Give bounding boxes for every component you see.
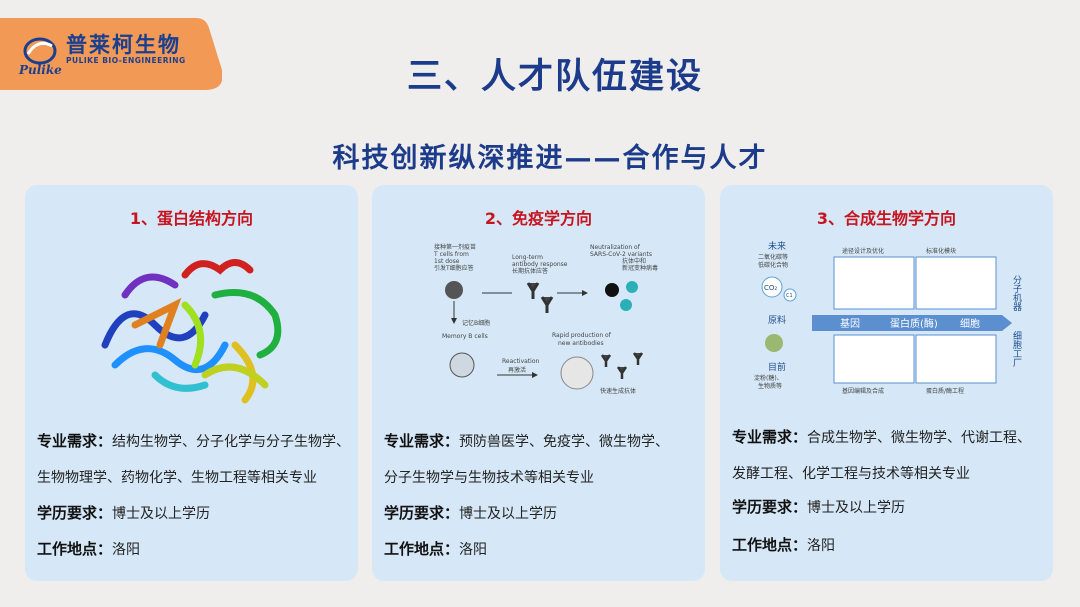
diagram-label: new antibodies xyxy=(558,340,604,347)
degree-label: 学历要求： xyxy=(37,504,113,522)
major-line: 结构生物学、分子化学与分子生物学、 xyxy=(112,434,351,450)
diagram-label: 蛋白质/酶工程 xyxy=(926,387,964,395)
location-value: 洛阳 xyxy=(112,542,141,558)
logo-banner xyxy=(0,18,223,90)
brand-name-cn: 普莱柯生物 xyxy=(66,33,181,57)
t-cell-icon xyxy=(445,281,463,299)
card-protein-structure: 1、蛋白结构方向 专业需求：结构生物学、分子化学与分子生物学、 生物物理学、药物… xyxy=(25,185,358,581)
location-value: 洛阳 xyxy=(807,538,836,554)
diagram-label: 途径设计及优化 xyxy=(842,247,884,255)
diagram-label: antibody response xyxy=(512,261,568,268)
degree-requirement: 学历要求：博士及以上学历 xyxy=(384,495,697,532)
major-requirement: 专业需求：结构生物学、分子化学与分子生物学、 生物物理学、药物化学、生物工程等相… xyxy=(37,423,350,496)
diagram-label: 未来 xyxy=(768,240,786,252)
degree-requirement: 学历要求：博士及以上学历 xyxy=(732,489,1045,526)
logo-mark-text: Pulike xyxy=(18,63,62,76)
diagram-label: Reactivation xyxy=(502,358,540,365)
diagram-label: 细胞工厂 xyxy=(1011,330,1022,368)
diagram-label: 1st dose xyxy=(434,258,460,265)
diagram-label: 低碳化合物 xyxy=(758,261,788,269)
diagram-label: SARS-CoV-2 variants xyxy=(590,251,652,258)
diagram-label: 基因 xyxy=(840,317,860,330)
diagram-label: T cells from xyxy=(433,251,469,258)
diagram-label: Neutralization of xyxy=(590,244,641,251)
degree-value: 博士及以上学历 xyxy=(112,506,211,522)
immune-response-diagram: 接种第一剂疫苗 T cells from 1st dose 引发T细胞应答 Lo… xyxy=(433,243,658,395)
diagram-label: Memory B cells xyxy=(442,333,488,340)
degree-value: 博士及以上学历 xyxy=(459,506,558,522)
diagram-label: 引发T细胞应答 xyxy=(434,264,474,272)
location-label: 工作地点： xyxy=(37,540,113,558)
protein-structure-image xyxy=(101,259,282,404)
major-line: 合成生物学、微生物学、代谢工程、 xyxy=(807,430,1032,446)
diagram-label: 淀粉(糖)、 xyxy=(754,374,783,382)
diagram-label: 记忆B细胞 xyxy=(462,319,490,327)
major-line: 分子生物学与生物技术等相关专业 xyxy=(384,470,594,486)
degree-label: 学历要求： xyxy=(732,498,808,516)
page-title: 三、人才队伍建设 xyxy=(406,57,703,97)
diagram-label: 蛋白质(酶) xyxy=(890,317,938,330)
degree-label: 学历要求： xyxy=(384,504,460,522)
major-requirement: 专业需求：合成生物学、微生物学、代谢工程、 发酵工程、化学工程与技术等相关专业 xyxy=(732,419,1045,492)
diagram-label: 长期抗体应答 xyxy=(512,267,548,275)
page-subtitle: 科技创新纵深推进——合作与人才 xyxy=(332,143,768,174)
diagram-label: 标准化模块 xyxy=(926,247,956,255)
location-label: 工作地点： xyxy=(732,536,808,554)
antibody-icon xyxy=(526,282,554,313)
diagram-label: Long-term xyxy=(512,254,543,261)
diagram-label: 细胞 xyxy=(960,317,980,330)
degree-requirement: 学历要求：博士及以上学历 xyxy=(37,495,350,532)
major-line: 发酵工程、化学工程与技术等相关专业 xyxy=(732,466,970,482)
diagram-label: 抗体中和 xyxy=(622,257,646,265)
brand-name-en: PULIKE BIO-ENGINEERING xyxy=(66,56,186,65)
major-line: 生物物理学、药物化学、生物工程等相关专业 xyxy=(37,470,317,486)
diagram-label: 目前 xyxy=(768,361,786,373)
diagram-label: CO₂ xyxy=(764,284,777,292)
major-line: 预防兽医学、免疫学、微生物学、 xyxy=(459,434,670,450)
diagram-label: C1 xyxy=(786,293,793,299)
location-value: 洛阳 xyxy=(459,542,488,558)
diagram-label: 分子机器 xyxy=(1011,275,1022,311)
diagram-label: 基因编辑及合成 xyxy=(842,387,884,395)
card-title: 1、蛋白结构方向 xyxy=(129,209,254,228)
diagram-label: Rapid production of xyxy=(552,332,612,339)
synthetic-biology-diagram: 未来 二氧化碳等 低碳化合物 CO₂ C1 原料 目前 淀粉(糖)、 生物质等 … xyxy=(754,240,1022,395)
diagram-label: 接种第一剂疫苗 xyxy=(434,243,476,251)
major-label: 专业需求： xyxy=(732,428,808,446)
diagram-label: 生物质等 xyxy=(758,382,782,390)
card-title: 3、合成生物学方向 xyxy=(816,209,957,228)
brand-name: 普莱柯生物 PULIKE BIO-ENGINEERING xyxy=(66,34,186,66)
card-title: 2、免疫学方向 xyxy=(484,209,593,228)
major-label: 专业需求： xyxy=(384,432,460,450)
degree-value: 博士及以上学历 xyxy=(807,500,906,516)
work-location: 工作地点：洛阳 xyxy=(384,531,697,568)
diagram-label: 新冠变种病毒 xyxy=(622,264,658,272)
major-requirement: 专业需求：预防兽医学、免疫学、微生物学、 分子生物学与生物技术等相关专业 xyxy=(384,423,697,496)
pulike-logo-icon: Pulike xyxy=(18,37,62,76)
card-immunology: 2、免疫学方向 接种第一剂疫苗 T cells from 1st dose 引发… xyxy=(372,185,705,581)
diagram-label: 快速生成抗体 xyxy=(600,387,636,395)
diagram-label: 再激活 xyxy=(508,366,526,374)
diagram-label: 原料 xyxy=(768,314,786,326)
major-label: 专业需求： xyxy=(37,432,113,450)
card-synthetic-biology: 3、合成生物学方向 未来 二氧化碳等 低碳化合物 CO₂ C1 原料 目前 淀粉… xyxy=(720,185,1053,581)
work-location: 工作地点：洛阳 xyxy=(37,531,350,568)
work-location: 工作地点：洛阳 xyxy=(732,527,1045,564)
location-label: 工作地点： xyxy=(384,540,460,558)
diagram-label: 二氧化碳等 xyxy=(758,253,788,261)
